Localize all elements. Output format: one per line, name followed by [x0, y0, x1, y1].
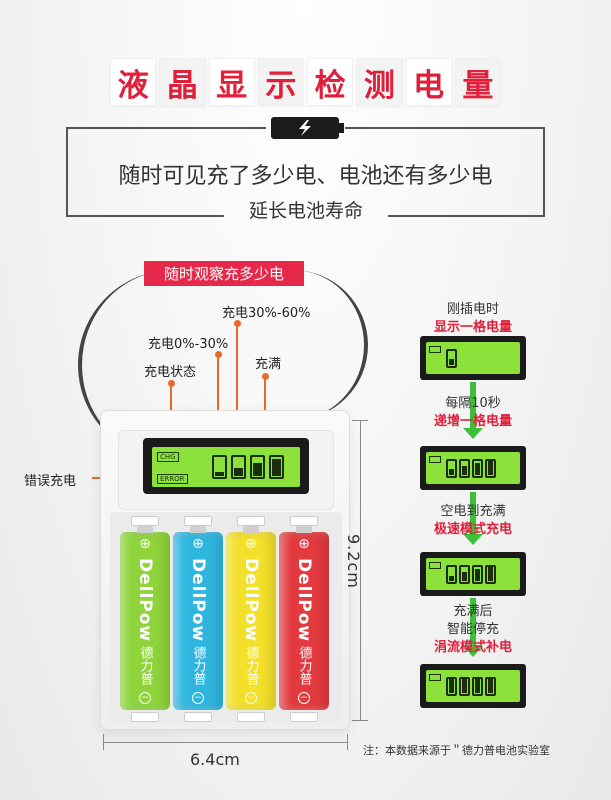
dimension-line-height: [360, 420, 361, 720]
frame-bracket-right: [529, 127, 545, 217]
title-char: 液: [110, 58, 157, 106]
flow-step-1-line-2: 显示一格电量: [433, 320, 512, 335]
flow-step-2: 每隔10秒 递增一格电量: [408, 395, 538, 431]
plus-icon: ⊕: [298, 536, 310, 552]
battery-green: ⊕ DellPow 德力普 −: [120, 526, 170, 710]
battery-brand-cn: 德力普: [243, 646, 259, 686]
battery-yellow: ⊕ DellPow 德力普 −: [226, 526, 276, 710]
slot-clip: [290, 516, 318, 526]
flow-step-3-line-1: 空电到充满: [440, 504, 506, 519]
flow-lcd-4: [420, 664, 526, 708]
slot-clip: [237, 516, 265, 526]
flow-step-4-line-1: 充满后: [453, 604, 493, 619]
dimension-tick: [352, 420, 368, 421]
leader-dot: [215, 351, 222, 358]
battery-brand: DellPow: [135, 558, 155, 643]
title-char: 显: [208, 58, 255, 106]
dimension-tick: [347, 734, 348, 750]
plus-icon: ⊕: [139, 536, 151, 552]
battery-brand-cn: 德力普: [190, 646, 206, 686]
arrow-shaft: [470, 492, 476, 536]
leader-dot: [168, 380, 175, 387]
plus-icon: ⊕: [245, 536, 257, 552]
frame-divider: [82, 215, 224, 217]
minus-icon: −: [298, 692, 310, 704]
decor-arc-right: [258, 270, 368, 420]
dimension-tick: [103, 734, 104, 750]
battery-blue: ⊕ DellPow 德力普 −: [173, 526, 223, 710]
battery-brand-cn: 德力普: [296, 646, 312, 686]
frame-divider: [388, 215, 529, 217]
flow-step-1-line-1: 刚插电时: [446, 302, 499, 317]
dimension-tick: [352, 720, 368, 721]
battery-brand: DellPow: [188, 558, 208, 643]
battery-red: ⊕ DellPow 德力普 −: [279, 526, 329, 710]
frame-divider: [82, 127, 266, 129]
slot-clip: [131, 516, 159, 526]
flow-lcd-1: [420, 336, 526, 380]
lcd-cell: [231, 455, 246, 479]
arrow-shaft: [470, 598, 476, 648]
minus-icon: −: [139, 692, 151, 704]
flow-lcd-2: [420, 446, 526, 490]
title-char: 量: [454, 58, 501, 106]
frame-bracket-left: [66, 127, 82, 217]
arrow-shaft: [470, 382, 476, 430]
slot-clip: [290, 712, 318, 722]
plus-icon: ⊕: [192, 536, 204, 552]
lcd-cell: [269, 455, 284, 479]
lcd-cell: [212, 455, 227, 479]
width-label: 6.4cm: [190, 750, 240, 769]
flow-step-4: 充满后 智能停充 涓流模式补电: [408, 603, 538, 657]
callout-full: 充满: [255, 357, 282, 372]
flow-step-1: 刚插电时 显示一格电量: [408, 301, 538, 337]
flow-step-4-line-2: 智能停充: [446, 622, 499, 637]
title-char: 晶: [159, 58, 206, 106]
battery-brand: DellPow: [294, 558, 314, 643]
frame-divider: [345, 127, 529, 129]
slot-clip: [184, 516, 212, 526]
flow-step-2-line-2: 递增一格电量: [433, 414, 512, 429]
slot-clip: [184, 712, 212, 722]
subtitle-line-1: 随时可见充了多少电、电池还有多少电: [118, 164, 493, 189]
callout-30-60: 充电30%-60%: [222, 306, 311, 321]
minus-icon: −: [245, 692, 257, 704]
dimension-line-width: [103, 742, 347, 743]
leader-dot: [262, 373, 269, 380]
title-char: 电: [405, 58, 452, 106]
title-char: 检: [307, 58, 354, 106]
flow-lcd-3: [420, 552, 526, 596]
observe-label: 随时观察充多少电: [144, 261, 304, 286]
callout-0-30: 充电0%-30%: [148, 337, 229, 352]
title-char: 测: [356, 58, 403, 106]
battery-brand-cn: 德力普: [137, 646, 153, 686]
battery-charging-icon: [271, 117, 344, 139]
decor-arc-left: [78, 270, 198, 460]
callout-status: 充电状态: [144, 365, 197, 380]
subtitle-line-2: 延长电池寿命: [248, 200, 363, 222]
flow-step-3: 空电到充满 极速模式充电: [408, 503, 538, 539]
arrow-down-icon: [463, 534, 483, 545]
lcd-cells: [212, 455, 284, 479]
lcd-chg-indicator: CHG: [157, 452, 179, 462]
title-row: 液 晶 显 示 检 测 电 量: [110, 58, 501, 106]
callout-error: 错误充电: [24, 474, 77, 489]
title-char: 示: [257, 58, 304, 106]
lcd-error-indicator: ERROR: [157, 474, 188, 484]
arrow-down-icon: [463, 646, 483, 657]
height-label: 9.2cm: [344, 534, 363, 589]
footnote: 注：本数据来源于＂德力普电池实验室: [363, 744, 550, 757]
minus-icon: −: [192, 692, 204, 704]
flow-step-3-line-2: 极速模式充电: [433, 522, 512, 537]
lcd-cell: [250, 455, 265, 479]
slot-clip: [237, 712, 265, 722]
battery-brand: DellPow: [241, 558, 261, 643]
leader-line: [236, 324, 238, 450]
flow-step-4-line-3: 涓流模式补电: [433, 640, 512, 655]
slot-clip: [131, 712, 159, 722]
flow-step-2-line-1: 每隔10秒: [445, 396, 501, 411]
leader-dot: [234, 320, 241, 327]
leader-line: [217, 355, 219, 450]
arrow-down-icon: [463, 428, 483, 439]
